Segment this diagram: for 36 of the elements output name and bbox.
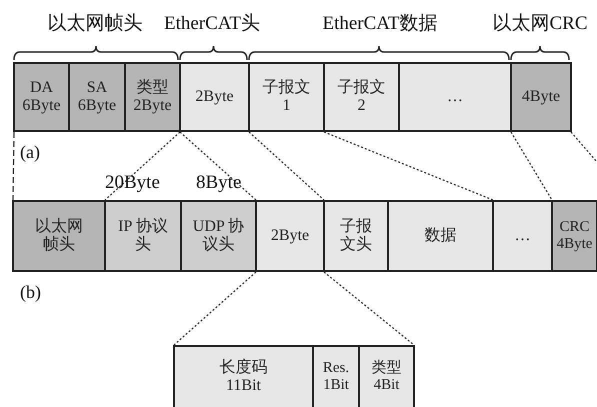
field-cell: 以太网帧头 <box>12 200 106 272</box>
field-cell: IP 协议头 <box>104 200 182 272</box>
field-cell: 类型 2Byte <box>124 62 181 132</box>
field-cell: CRC 4Byte <box>551 200 597 272</box>
size-label: 8Byte <box>196 172 242 194</box>
section-heading: 以太网CRC <box>492 12 588 36</box>
field-cell: 子报文 2 <box>323 62 400 132</box>
field-cell: Res. 1Bit <box>312 345 360 407</box>
expansion-line <box>324 131 494 201</box>
expansion-line <box>12 132 15 200</box>
field-cell: 2Byte <box>255 200 325 272</box>
section-heading: 以太网帧头 <box>48 12 142 36</box>
field-cell: … <box>398 62 512 132</box>
field-cell: SA 6Byte <box>68 62 126 132</box>
expansion-line <box>248 132 324 200</box>
expansion-line <box>174 272 256 346</box>
expansion-line <box>510 132 553 200</box>
expansion-line <box>324 272 414 346</box>
section-heading: EtherCAT数据 <box>322 12 438 36</box>
expansion-line <box>570 132 597 162</box>
field-cell: 数据 <box>387 200 494 272</box>
field-cell: 子报文头 <box>323 200 389 272</box>
panel-label: (b) <box>20 282 41 303</box>
field-cell: 类型 4Bit <box>358 345 415 407</box>
expansion-line <box>104 132 180 200</box>
field-cell: 子报文 1 <box>248 62 325 132</box>
panel-label: (a) <box>20 142 40 163</box>
section-heading: EtherCAT头 <box>164 12 260 36</box>
size-label: 20Byte <box>105 172 160 194</box>
field-cell: 2Byte <box>179 62 250 132</box>
field-cell: … <box>492 200 553 272</box>
field-cell: 4Byte <box>510 62 572 132</box>
field-cell: 长度码 11Bit <box>173 345 314 407</box>
field-cell: DA 6Byte <box>13 62 70 132</box>
field-cell: UDP 协议头 <box>180 200 257 272</box>
expansion-line <box>180 132 256 200</box>
